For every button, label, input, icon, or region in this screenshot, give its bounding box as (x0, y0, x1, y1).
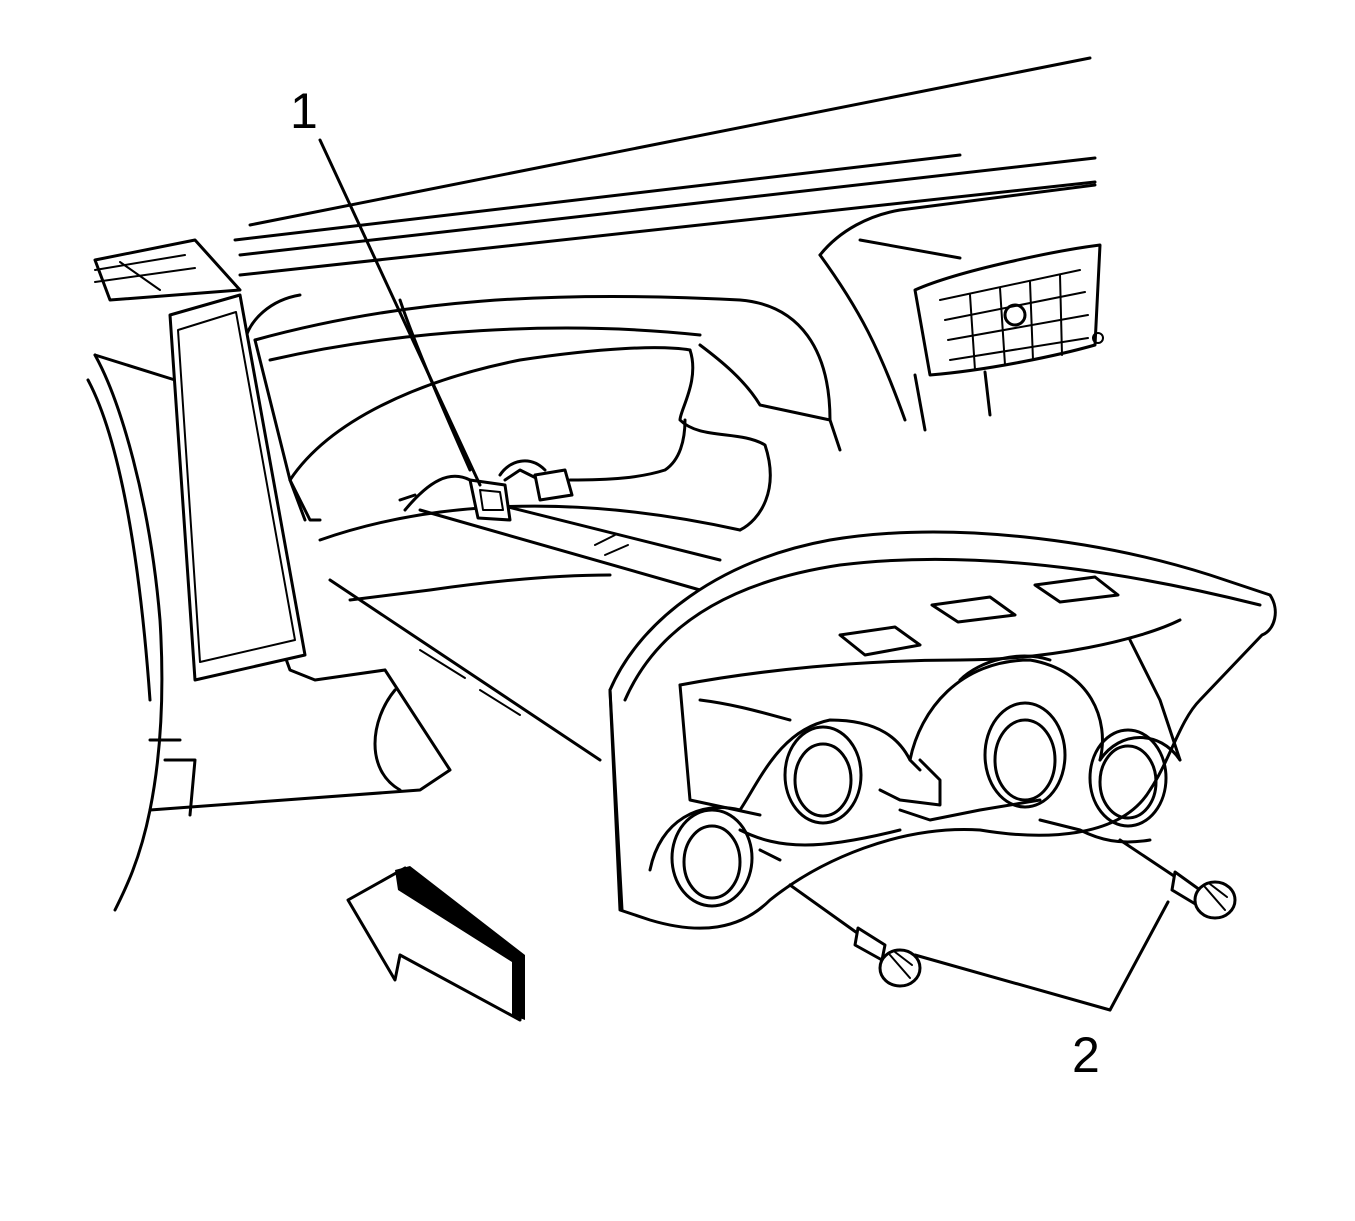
cluster-opening (253, 294, 842, 542)
instrument-cluster (608, 530, 1277, 930)
left-side-panel (86, 293, 452, 912)
callout-2-label: 2 (1072, 1027, 1100, 1083)
windshield-lines (233, 56, 1097, 277)
cluster-screws (788, 838, 1237, 1012)
cluster-carrier (328, 503, 722, 762)
arrow-icon (346, 866, 525, 1022)
callout-1-label: 1 (290, 83, 318, 139)
screw-icon (788, 883, 922, 988)
callout-1-leader (318, 138, 482, 487)
left-dash-top (93, 238, 242, 302)
right-air-vent (818, 183, 1104, 432)
screw-icon (1118, 838, 1237, 920)
